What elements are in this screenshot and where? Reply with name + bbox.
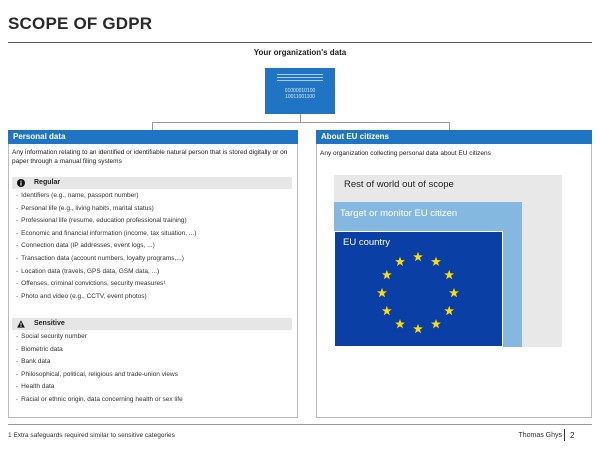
title-divider	[8, 42, 592, 43]
sensitive-data-list: Social security number Biometric data Ba…	[16, 331, 183, 407]
eu-star-icon	[431, 256, 441, 267]
data-line	[277, 77, 323, 78]
eu-star-icon	[449, 287, 459, 298]
info-circle-icon	[17, 179, 25, 187]
eu-star-icon	[381, 305, 392, 316]
data-icon-box: 01000010100 10011001100	[265, 68, 335, 114]
eu-star-icon	[413, 323, 423, 334]
eu-country-box: EU country	[334, 231, 503, 347]
eu-star-icon	[444, 269, 455, 280]
list-item: Economic and financial information (inco…	[16, 228, 196, 241]
sensitive-heading: Sensitive	[34, 320, 65, 327]
eu-country-label: EU country	[343, 237, 390, 248]
connector-stem	[300, 114, 301, 122]
eu-citizens-panel	[316, 144, 592, 418]
list-item: Philosophical, political, religious and …	[16, 369, 183, 382]
rest-of-world-label: Rest of world out of scope	[344, 179, 454, 190]
eu-star-icon	[381, 269, 392, 280]
personal-data-header: Personal data	[8, 130, 298, 144]
page-separator	[564, 429, 565, 441]
list-item: Identifiers (e.g., name, passport number…	[16, 190, 196, 203]
list-item: Personal life (e.g., living habits, mari…	[16, 203, 196, 216]
list-item: Health data	[16, 381, 183, 394]
eu-star-icon	[377, 287, 387, 298]
eu-star-icon	[395, 318, 405, 329]
footer-divider	[8, 424, 592, 425]
list-item: Professional life (resume, education pro…	[16, 215, 196, 228]
author-name: Thomas Ghys	[518, 432, 562, 439]
list-item: Transaction data (account numbers, loyal…	[16, 253, 196, 266]
page-title: SCOPE OF GDPR	[8, 14, 153, 33]
data-line	[277, 80, 323, 81]
eu-star-icon	[413, 251, 423, 262]
eu-star-icon	[395, 256, 405, 267]
personal-data-panel	[8, 144, 298, 418]
regular-heading: Regular	[34, 179, 61, 186]
binary-text: 01000010100	[284, 88, 316, 94]
eu-star-icon	[431, 318, 441, 329]
personal-data-description: Any information relating to an identifie…	[12, 149, 288, 165]
eu-stars-circle	[377, 251, 459, 334]
list-item: Bank data	[16, 356, 183, 369]
list-item: Connection data (IP addresses, event log…	[16, 240, 196, 253]
connector-bracket	[152, 122, 450, 133]
eu-citizens-description: Any organization collecting personal dat…	[320, 150, 491, 157]
regular-section-header: Regular	[12, 177, 292, 189]
data-line	[277, 74, 323, 75]
warning-triangle-icon	[17, 320, 25, 328]
list-item: Location data (travels, GPS data, GSM da…	[16, 266, 196, 279]
footnote: 1 Extra safeguards required similar to s…	[8, 432, 175, 439]
list-item: Social security number	[16, 331, 183, 344]
eu-citizens-header: About EU citizens	[316, 130, 592, 144]
target-eu-citizen-label: Target or monitor EU citizen	[340, 208, 458, 219]
list-item: Photo and video (e.g., CCTV, event photo…	[16, 291, 196, 304]
eu-star-icon	[444, 305, 455, 316]
page-number: 2	[570, 431, 575, 440]
sensitive-section-header: Sensitive	[12, 318, 292, 330]
list-item: Biometric data	[16, 344, 183, 357]
regular-data-list: Identifiers (e.g., name, passport number…	[16, 190, 196, 303]
list-item: Racial or ethnic origin, data concerning…	[16, 394, 183, 407]
binary-text: 10011001100	[285, 94, 315, 100]
list-item: Offenses, criminal convictions, security…	[16, 278, 196, 291]
organization-data-label: Your organization's data	[253, 48, 347, 57]
